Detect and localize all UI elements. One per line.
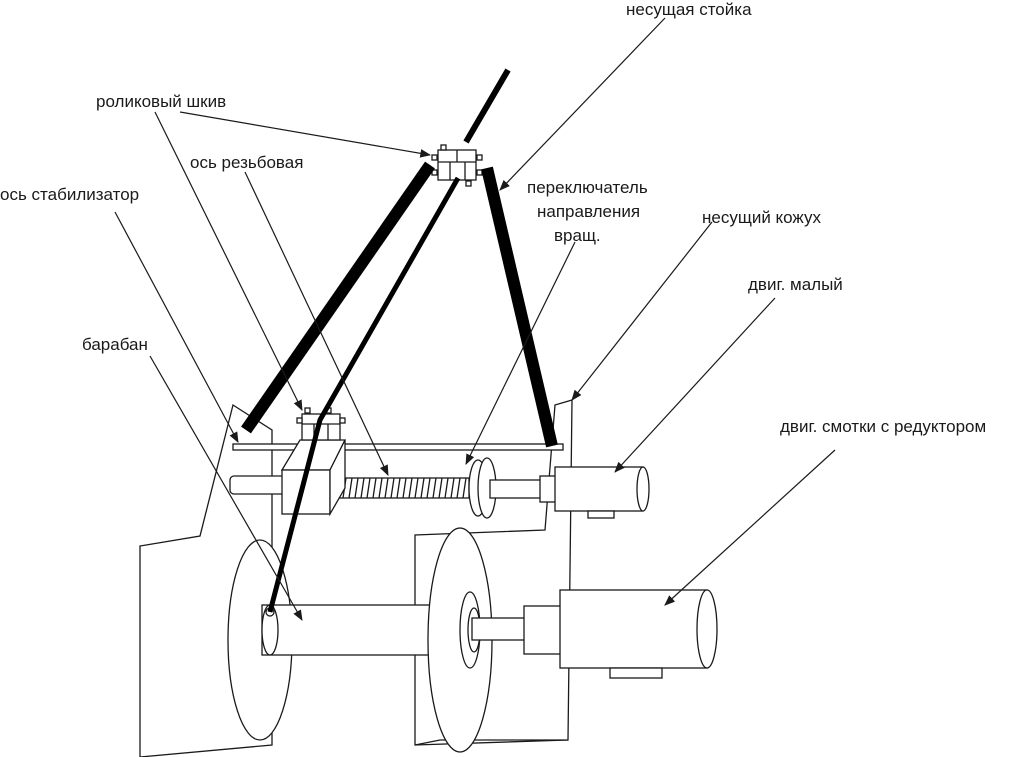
thread-line: [420, 477, 425, 499]
thread-line: [390, 477, 395, 499]
pointer-arrows: [114, 17, 836, 621]
drum-flange: [427, 527, 533, 753]
label-winding-motor: двиг. смотки с редуктором: [780, 417, 986, 436]
small-motor: [554, 466, 650, 519]
thread-line: [438, 477, 443, 499]
label-threaded-axis: ось резьбовая: [190, 153, 303, 172]
thread-line: [408, 477, 413, 499]
thread-line: [396, 477, 401, 499]
stabilizer-axis: [232, 443, 564, 451]
shaft-to-small-motor: [489, 479, 546, 499]
label-support-post: несущая стойка: [626, 0, 752, 19]
thread-line: [402, 477, 407, 499]
winding-motor: [523, 589, 718, 679]
label-small-motor: двиг. малый: [748, 275, 843, 294]
support-post-top: [463, 68, 511, 144]
thread-line: [366, 477, 371, 499]
thread-line: [450, 477, 455, 499]
label-direction-switch-1: переключатель: [527, 178, 648, 197]
thread-line: [348, 477, 353, 499]
wire: [267, 176, 461, 613]
thread-line: [456, 477, 461, 499]
thread-line: [426, 477, 431, 499]
thread-line: [384, 477, 389, 499]
thread-line: [360, 477, 365, 499]
thread-line: [444, 477, 449, 499]
threaded-axis: [333, 477, 470, 499]
label-roller-pulley: роликовый шкив: [96, 92, 226, 111]
thread-line: [414, 477, 419, 499]
label-direction-switch-3: вращ.: [554, 226, 601, 245]
support-post-right: [481, 166, 558, 448]
label-housing: несущий кожух: [702, 208, 822, 227]
label-direction-switch-2: направления: [537, 202, 640, 221]
housing-base: [414, 739, 568, 746]
support-post-left: [241, 161, 435, 434]
thread-line: [462, 477, 467, 499]
carriage-block-side: [329, 439, 346, 517]
thread-line: [372, 477, 377, 499]
thread-line: [354, 477, 359, 499]
top-roller-pulley: [431, 144, 483, 187]
label-stabilizer-axis: ось стабилизатор: [0, 185, 139, 204]
thread-line: [432, 477, 437, 499]
thread-line: [378, 477, 383, 499]
label-drum: барабан: [82, 335, 148, 354]
